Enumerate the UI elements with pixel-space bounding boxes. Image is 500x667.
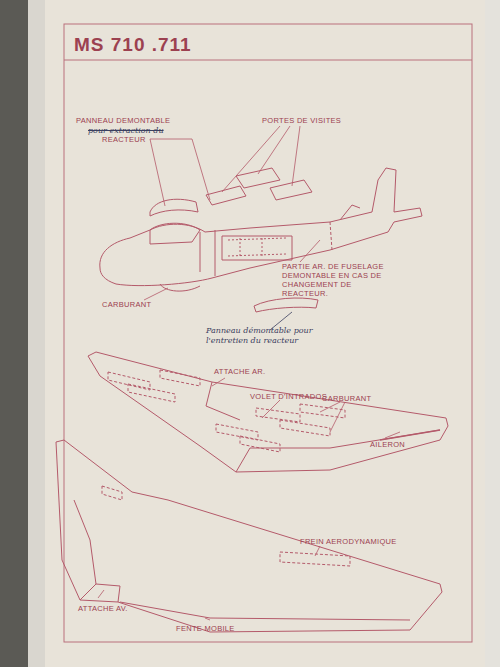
leader-line [262, 400, 280, 418]
frame [64, 24, 472, 642]
part-note: PARTIE AR. DE FUSELAGE DEMONTABLE EN CAS… [282, 262, 400, 298]
visit-door [236, 168, 280, 188]
leader-line [150, 139, 210, 200]
rear-joint [330, 222, 332, 250]
leader-line [205, 618, 210, 620]
visit-door [270, 180, 312, 200]
lower-fuel [160, 284, 200, 291]
part-label: PORTES DE VISITES [262, 116, 341, 125]
part-label: FENTE MOBILE [176, 624, 235, 633]
wing-outline [88, 352, 448, 472]
fin-root [340, 205, 360, 220]
header-line [64, 60, 472, 61]
lower-wing-drawing [56, 440, 442, 632]
struck-note: pour extraction du [88, 126, 164, 136]
removable-panel [150, 199, 198, 216]
leader-lines [98, 126, 400, 620]
leader-line [385, 432, 400, 438]
intake [200, 230, 215, 276]
part-label: PANNEAU DEMONTABLE [76, 116, 170, 125]
page-title: MS 710 .711 [74, 34, 192, 56]
part-label: REACTEUR [102, 135, 146, 144]
panel [102, 486, 122, 500]
root-line [74, 500, 96, 584]
part-label: ATTACHE AR. [214, 367, 265, 376]
front-attach [80, 584, 120, 602]
part-label: ATTACHE AV. [78, 604, 128, 613]
slot-line [120, 602, 410, 620]
leader-line [320, 402, 345, 432]
visit-door [206, 186, 246, 205]
part-label: CARBURANT [102, 300, 151, 309]
aileron [380, 430, 440, 440]
part-label: CARBURANT [322, 394, 371, 403]
page-border [64, 24, 472, 642]
lower-panel [254, 298, 318, 312]
reactor [228, 238, 286, 258]
wing-outline [56, 440, 442, 632]
paper [45, 0, 485, 667]
air-brake [280, 552, 350, 566]
part-label: AILERON [370, 440, 405, 449]
leader-line [98, 590, 104, 598]
root-rib [206, 382, 240, 420]
fuselage-drawing [100, 168, 422, 312]
fuel-tanks [108, 370, 345, 452]
leader-line [300, 240, 320, 262]
part-label: VOLET D'INTRADOS [250, 392, 327, 401]
flap-line [236, 430, 440, 472]
leader-line [315, 546, 320, 556]
engine-bay [222, 236, 292, 260]
upper-wing-drawing [88, 352, 448, 472]
leader-line [222, 126, 300, 192]
leader-line [150, 139, 165, 206]
part-label: FREIN AERODYNAMIQUE [300, 537, 397, 546]
leader-line [144, 288, 168, 300]
leader-line [212, 378, 225, 386]
canopy [150, 223, 200, 244]
handwritten-note: Panneau démontable pour l'entretien du r… [206, 326, 316, 345]
